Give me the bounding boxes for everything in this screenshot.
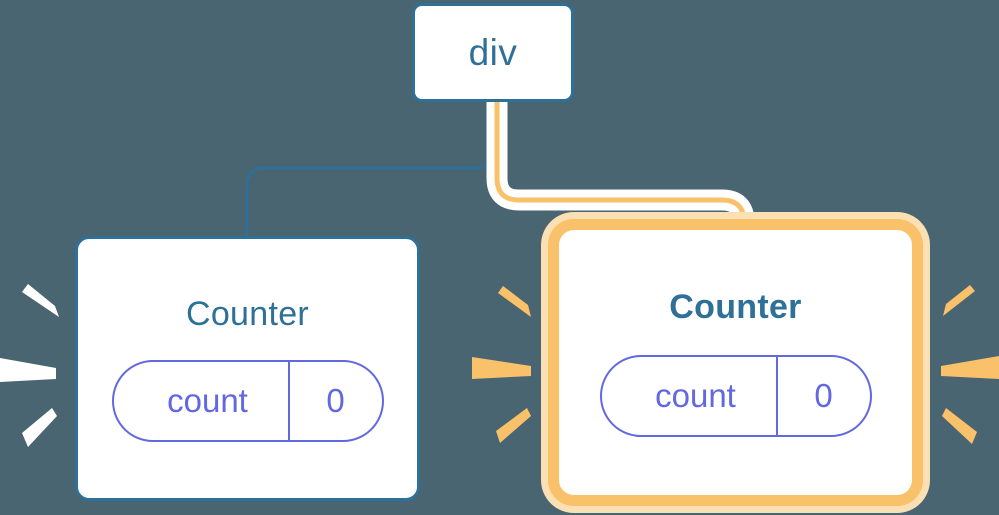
state-key-left: count [167, 382, 248, 419]
state-value-left: 0 [287, 362, 382, 440]
connector-left-wire [245, 100, 495, 238]
node-counter-left-title: Counter [185, 295, 310, 333]
state-value-right: 0 [775, 357, 870, 435]
node-counter-right[interactable]: Counter count 0 [548, 219, 923, 506]
state-key-right: count [655, 377, 736, 414]
state-pill-left[interactable]: count 0 [111, 360, 384, 442]
node-counter-right-title: Counter [669, 288, 802, 326]
node-counter-left[interactable]: Counter count 0 [75, 236, 420, 501]
connector-right-wire [494, 102, 747, 240]
node-div-label: div [468, 31, 518, 73]
state-pill-right[interactable]: count 0 [599, 355, 872, 437]
node-div[interactable]: div [412, 3, 574, 102]
